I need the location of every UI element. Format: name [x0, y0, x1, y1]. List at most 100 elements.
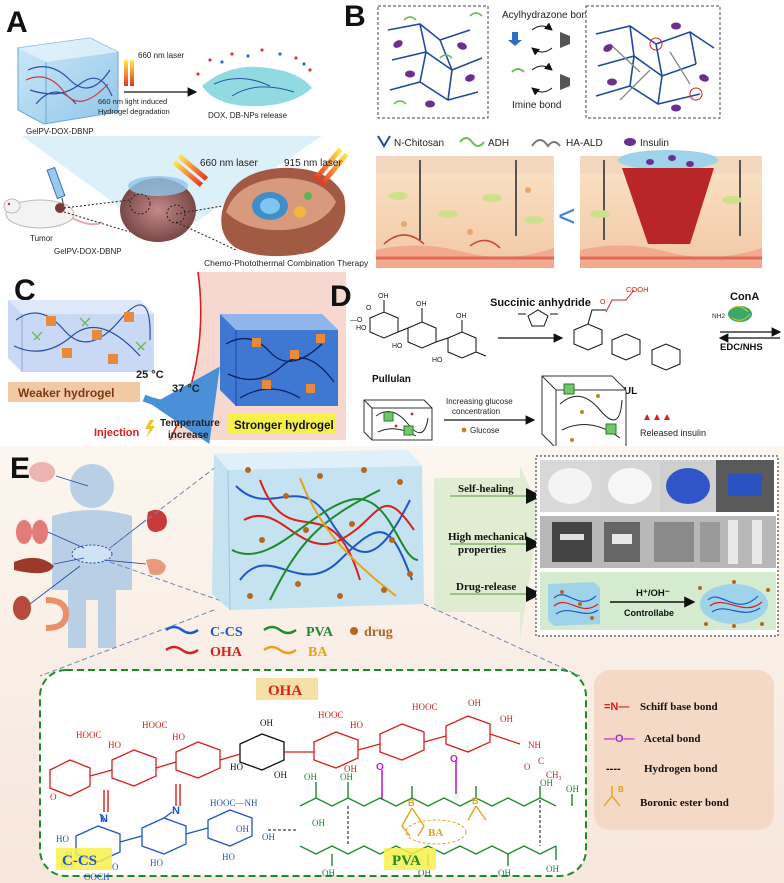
temp-25: 25 °C: [136, 369, 164, 381]
schiff-n-2: N: [172, 805, 180, 817]
adh-icon: [459, 137, 485, 147]
gel-name-label: GelPV-DOX-DBNP: [26, 127, 94, 136]
svg-text:HO: HO: [56, 834, 69, 844]
svg-text:OH: OH: [322, 868, 335, 878]
bond-text-hydrogen: Hydrogen bond: [644, 763, 717, 775]
ba-tag-label: BA: [428, 827, 443, 839]
svg-text:HO: HO: [230, 762, 243, 772]
bond-text-schiff: Schiff base bond: [640, 701, 718, 713]
svg-text:HO: HO: [356, 325, 367, 332]
gelpv-cube: [17, 37, 119, 125]
lightning-icon: [145, 420, 155, 438]
svg-text:HO: HO: [432, 357, 443, 364]
svg-text:OH: OH: [418, 868, 431, 878]
skin-right: [580, 150, 762, 268]
strong-label: Stronger hydrogel: [234, 420, 334, 432]
svg-text:OH: OH: [236, 824, 249, 834]
pva-legend-icon: [263, 625, 297, 635]
controllable-label: Controllabe: [624, 608, 674, 618]
drug-release-gel-right: [698, 580, 770, 628]
cell-zoom-line-2: [175, 221, 237, 251]
panel-d-label: D: [330, 280, 352, 313]
svg-text:C: C: [538, 756, 544, 766]
svg-text:OOCH: OOCH: [84, 872, 110, 882]
temp-line2: increase: [168, 430, 209, 441]
panel-b-legend: N-Chitosan ADH HA-ALD Insulin: [377, 135, 669, 149]
nh2-label: NH2: [712, 313, 725, 320]
legend-ba: BA: [308, 645, 328, 660]
self-healing-photos: [540, 460, 774, 512]
drug-release-gel-left: [548, 582, 600, 626]
induced-line1: 660 nm light induced: [98, 97, 167, 106]
release-label: DOX, DB-NPs release: [208, 111, 288, 120]
legend-ha-ald: HA-ALD: [566, 138, 603, 149]
svg-text:OH: OH: [262, 832, 275, 842]
laser-top-label: 660 nm laser: [138, 51, 185, 60]
boronic-ester: [401, 805, 487, 845]
svg-text:OH: OH: [378, 293, 389, 300]
bond2-label: Imine bond: [512, 100, 561, 111]
network-box-right: [585, 5, 721, 119]
legend-oha: OHA: [210, 645, 243, 660]
mouse-zoom-line: [63, 199, 131, 209]
svg-text:OH: OH: [340, 772, 353, 782]
svg-text:CH₃: CH₃: [546, 770, 562, 780]
cpul-structure: [573, 309, 681, 371]
svg-text:—O: —O: [350, 317, 363, 324]
oha-box-label: OHA: [268, 683, 302, 699]
mouse-gel-label: GelPV-DOX-DBNP: [54, 247, 122, 256]
acetal-links: [381, 760, 457, 800]
insulin-icon: [624, 138, 636, 146]
svg-text:OH: OH: [500, 714, 513, 724]
tumor-sphere: [120, 176, 196, 242]
glucose-label: Glucose: [470, 426, 500, 435]
bond-symbol-schiff: =N—: [604, 701, 629, 713]
svg-text:OH: OH: [304, 772, 317, 782]
bond-symbol-hydrogen: ----: [606, 763, 621, 775]
n-chitosan-icon: [377, 135, 391, 148]
tumor-cell-3d: [221, 167, 346, 257]
property-arrow-bg: [434, 466, 540, 640]
released-label: Released insulin: [640, 428, 706, 438]
laser-beam-right: [313, 147, 349, 187]
glucose-cube-large: [541, 375, 627, 449]
oha-chain: [49, 715, 521, 797]
bond-symbol-boronic: B: [618, 785, 624, 794]
legend-ccs: C-CS: [210, 625, 243, 640]
svg-text:OH: OH: [468, 698, 481, 708]
pva-box-label: PVA: [392, 853, 421, 869]
bond-symbol-acetal: —O—: [604, 733, 635, 745]
svg-text:OH: OH: [312, 818, 325, 828]
insulin-triangles-icon: [644, 414, 670, 420]
panel-b: B Acylhydrazone bond: [344, 0, 762, 268]
succinic-anhydride-ring: [518, 309, 558, 327]
bond1-label: Acylhydrazone bond: [502, 10, 593, 21]
svg-text:HO: HO: [108, 740, 121, 750]
svg-text:OH: OH: [260, 718, 273, 728]
svg-text:OH: OH: [456, 313, 467, 320]
ccs-legend-icon: [165, 625, 199, 635]
mouse-illustration: [3, 198, 103, 229]
injection-label: Injection: [94, 427, 140, 439]
acetal-o-1: O: [376, 762, 384, 773]
ccs-box-bg: [56, 848, 112, 870]
panel-e-legend: C-CS OHA PVA BA drug: [165, 625, 393, 660]
syringe-icon: [46, 166, 66, 209]
svg-text:OH: OH: [344, 764, 357, 774]
panel-c-label: C: [14, 274, 36, 307]
svg-text:OH: OH: [546, 864, 559, 874]
succinyl-chain: [605, 289, 635, 313]
svg-text:O: O: [112, 862, 119, 872]
boron-label-2: B: [472, 796, 479, 806]
svg-text:HOOC: HOOC: [142, 720, 168, 730]
panel-a: A GelPV-DOX-DBNP 660 nm laser 660 nm lig…: [3, 6, 369, 268]
panel-e: E: [0, 446, 784, 883]
drug-legend-icon: [350, 627, 358, 635]
temp-line1: Temperature: [160, 418, 220, 429]
mechanical-photos: [540, 516, 776, 568]
pva-box-bg: [384, 848, 436, 870]
induced-line2: Hydrogel degradation: [98, 107, 170, 116]
skin-left: [376, 156, 554, 268]
